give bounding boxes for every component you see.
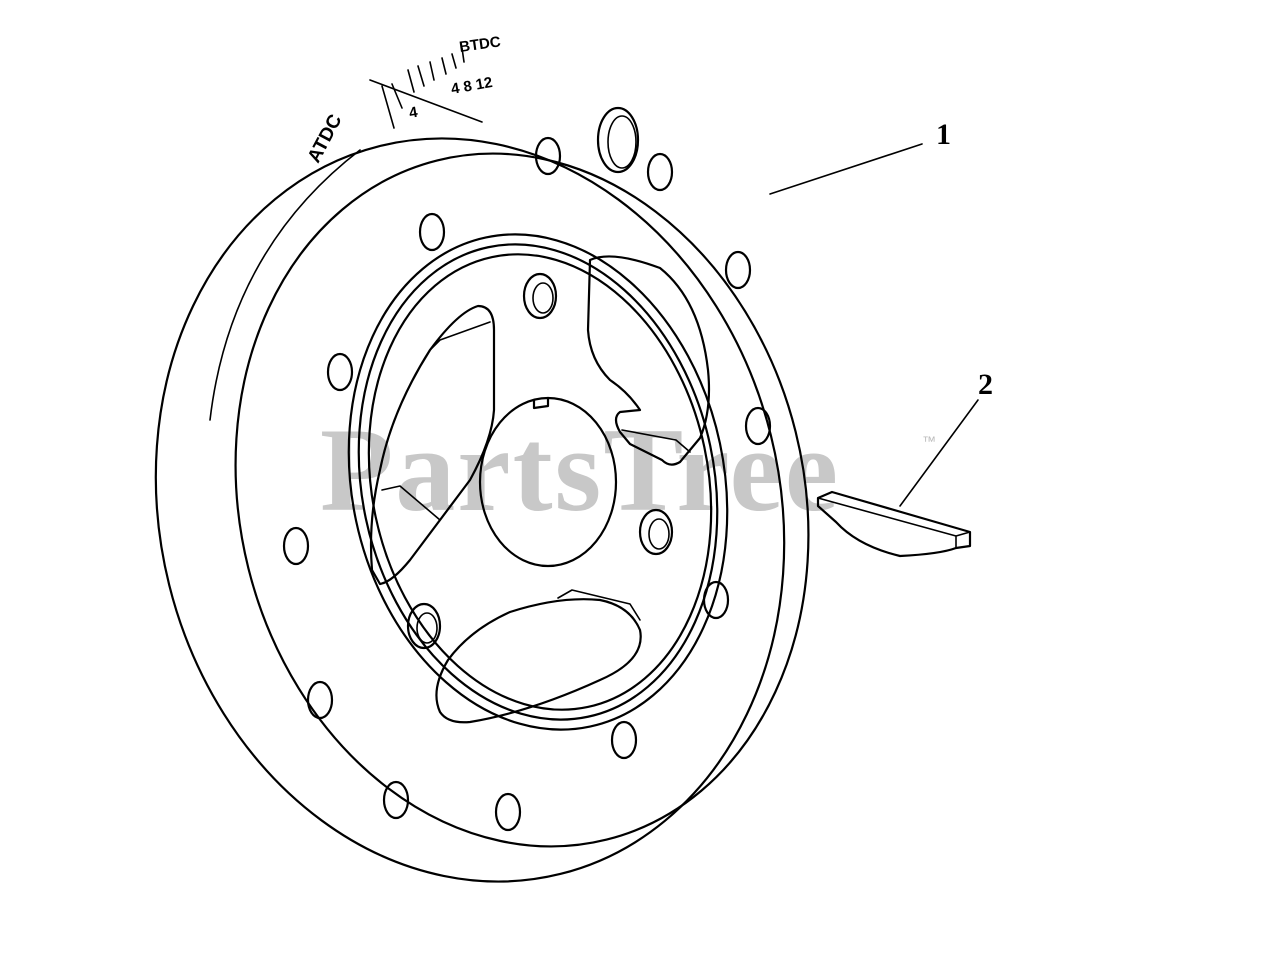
outer-hole-3 [418, 212, 446, 252]
leader-line-1 [769, 143, 923, 195]
timing-mark-4-left: 4 [408, 104, 420, 122]
front-face-outer [234, 152, 810, 848]
watermark-trademark: ™ [922, 433, 936, 449]
timing-label-btdc: BTDC [458, 33, 502, 56]
outer-hole-1 [534, 136, 562, 176]
outer-hole-2 [646, 152, 674, 192]
part-1-pulley[interactable]: ATDC BTDC 4 4 8 12 [78, 33, 880, 949]
outer-hole-7 [282, 526, 310, 566]
callout-label-2: 2 [978, 368, 993, 401]
recess-ring-mid [357, 243, 719, 721]
spoke-cutout-left [369, 304, 496, 586]
outer-hole-8 [702, 580, 730, 620]
inner-bolt-hole-3-edge [416, 612, 438, 644]
inner-bolt-hole-1-edge [532, 282, 554, 314]
inner-bolt-hole-1 [522, 272, 558, 320]
callout-label-1: 1 [936, 118, 951, 151]
spoke-cutout-left-edge [381, 321, 491, 521]
part-2-woodruff-key[interactable] [816, 490, 972, 558]
outer-hole-9 [306, 680, 334, 720]
outer-hole-large-edge [607, 115, 637, 169]
inner-bolt-hole-2 [638, 508, 674, 556]
outer-hole-5 [326, 352, 354, 392]
inner-bolt-hole-2-edge [648, 518, 670, 550]
timing-band-edge [369, 79, 483, 123]
outer-hole-12 [494, 792, 522, 832]
key-body [816, 490, 972, 558]
watermark-text: PartsTree [320, 403, 840, 536]
key-edges [817, 497, 971, 549]
outer-hole-large [596, 106, 640, 174]
outer-hole-6 [744, 406, 772, 446]
inner-bolt-hole-3 [406, 602, 442, 650]
leader-line-2 [899, 399, 979, 507]
recess-ring-inner [367, 253, 713, 711]
spoke-cutout-bottom [435, 598, 642, 724]
outer-hole-11 [382, 780, 410, 820]
outer-hole-10 [610, 720, 638, 760]
rim-back-edge [154, 137, 786, 883]
spoke-cutout-bottom-edge [557, 589, 641, 621]
rim-highlight [209, 149, 361, 421]
spoke-cutout-right [586, 255, 711, 466]
callout-2[interactable]: 2 [899, 368, 993, 507]
timing-marks-right: 4 8 12 [450, 74, 494, 98]
watermark: PartsTree ™ [320, 403, 936, 536]
callout-1[interactable]: 1 [769, 118, 951, 195]
keyway-notch [532, 396, 550, 410]
outer-hole-4 [724, 250, 752, 290]
timing-scale: ATDC BTDC 4 4 8 12 [304, 33, 502, 166]
timing-ticks [381, 47, 465, 129]
recess-ring-outer [347, 233, 729, 731]
spoke-cutout-right-edge [621, 429, 691, 453]
